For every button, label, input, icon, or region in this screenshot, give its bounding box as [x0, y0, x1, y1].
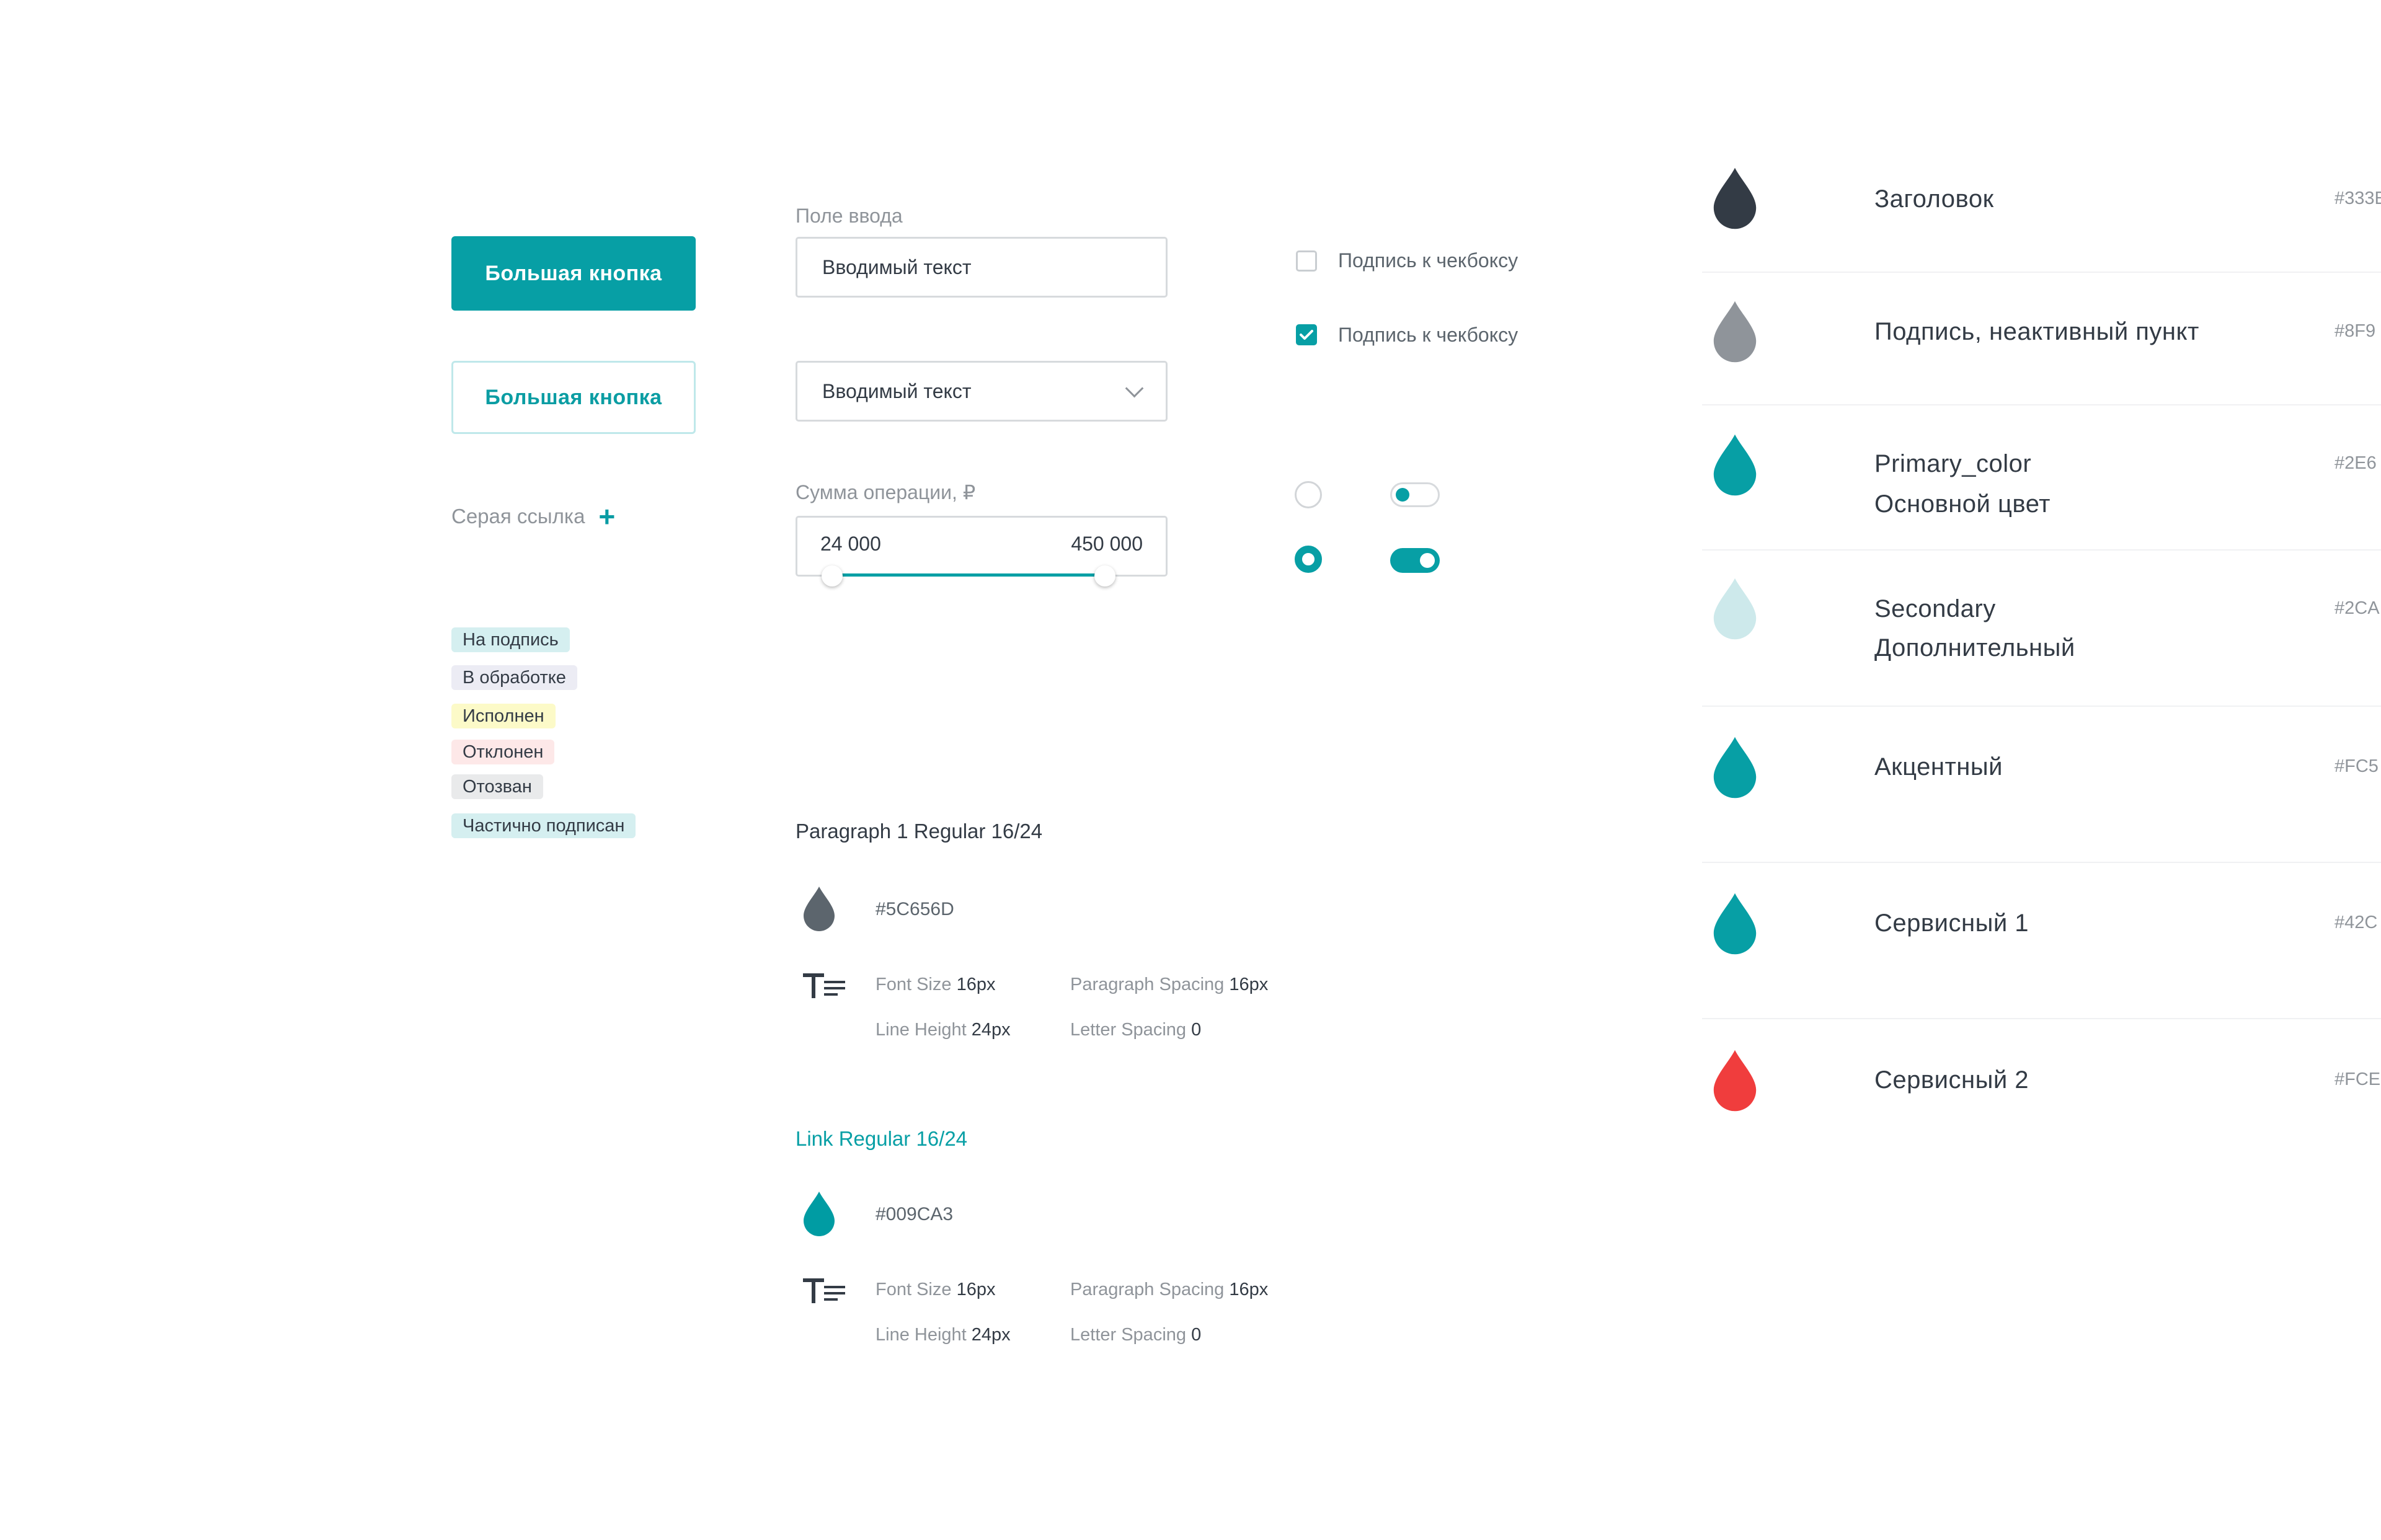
- spec-line-height: Line Height 24px: [876, 1020, 1011, 1040]
- select-dropdown[interactable]: Вводимый текст: [796, 361, 1168, 422]
- status-tag: На подпись: [451, 627, 570, 652]
- status-tag: Частично подписан: [451, 813, 636, 838]
- typography-title: Paragraph 1 Regular 16/24: [796, 820, 1043, 843]
- spec-font-size: Font Size 16px: [876, 975, 996, 994]
- spec-line-height: Line Height 24px: [876, 1325, 1011, 1345]
- palette-name-secondary: Дополнительный: [1874, 634, 2075, 662]
- palette-name: Акцентный: [1874, 753, 2003, 781]
- palette-row: Primary_color Основной цвет #2E6: [1702, 427, 2381, 551]
- spec-letter-spacing: Letter Spacing 0: [1070, 1325, 1202, 1345]
- palette-name: Secondary: [1874, 595, 1996, 622]
- outline-button[interactable]: Большая кнопка: [451, 361, 696, 434]
- select-value: Вводимый текст: [822, 379, 972, 402]
- palette-divider: [1702, 706, 2381, 707]
- palette-row: Сервисный 1 #42C: [1702, 887, 2381, 1011]
- palette-name: Сервисный 1: [1874, 909, 2029, 937]
- palette-name-secondary: Основной цвет: [1874, 490, 2051, 518]
- text-input-value: Вводимый текст: [822, 255, 972, 278]
- radio-unselected[interactable]: [1295, 481, 1322, 508]
- palette-hex: #333E: [2334, 188, 2381, 208]
- color-drop-icon: [1713, 434, 1757, 496]
- palette-row: Secondary Дополнительный #2CA: [1702, 572, 2381, 705]
- spec-letter-spacing: Letter Spacing 0: [1070, 1020, 1202, 1040]
- radio-selected[interactable]: [1295, 546, 1322, 573]
- plus-icon: +: [598, 500, 616, 533]
- status-tag: Отозван: [451, 774, 543, 799]
- color-hex: #5C656D: [876, 899, 954, 919]
- palette-divider: [1702, 549, 2381, 551]
- checkbox-unchecked[interactable]: [1296, 250, 1317, 272]
- palette-hex: #2E6: [2334, 453, 2377, 473]
- palette-row: Заголовок #333E: [1702, 161, 2381, 273]
- color-drop-icon: [1713, 737, 1757, 799]
- color-drop-icon: [1713, 301, 1757, 363]
- palette-name: Сервисный 2: [1874, 1066, 2029, 1094]
- gray-link-label: Серая ссылка: [451, 505, 585, 528]
- palette-row: Сервисный 2 #FCE: [1702, 1043, 2381, 1167]
- palette-hex: #FCE: [2334, 1069, 2381, 1089]
- palette-row: Подпись, неактивный пункт #8F9: [1702, 294, 2381, 406]
- range-track: [832, 573, 1102, 577]
- spec-paragraph-spacing: Paragraph Spacing 16px: [1070, 1280, 1269, 1299]
- input-label: Поле ввода: [796, 205, 903, 227]
- checkbox-label: Подпись к чекбоксу: [1338, 324, 1519, 346]
- range-max-value: 450 000: [1071, 533, 1143, 555]
- palette-hex: #42C: [2334, 913, 2378, 932]
- color-drop-icon: [1713, 1050, 1757, 1112]
- status-tag: Отклонен: [451, 740, 555, 764]
- chevron-down-icon: [1125, 379, 1144, 397]
- gray-link[interactable]: Серая ссылка +: [451, 502, 615, 531]
- primary-button[interactable]: Большая кнопка: [451, 236, 696, 311]
- range-slider[interactable]: 24 000 450 000: [796, 516, 1168, 577]
- text-style-icon: [803, 973, 845, 998]
- color-drop-icon: [1713, 578, 1757, 640]
- range-max-handle[interactable]: [1094, 565, 1115, 586]
- palette-divider: [1702, 1018, 2381, 1019]
- checkbox-label: Подпись к чекбоксу: [1338, 249, 1519, 272]
- range-label: Сумма операции, ₽: [796, 481, 976, 503]
- toggle-off[interactable]: [1390, 482, 1440, 507]
- palette-name: Заголовок: [1874, 185, 1994, 213]
- palette-divider: [1702, 862, 2381, 863]
- palette-hex: #8F9: [2334, 321, 2376, 341]
- text-input[interactable]: Вводимый текст: [796, 237, 1168, 298]
- range-min-handle[interactable]: [822, 565, 843, 586]
- spec-font-size: Font Size 16px: [876, 1280, 996, 1299]
- toggle-on[interactable]: [1390, 548, 1440, 573]
- status-tag: Исполнен: [451, 704, 556, 728]
- status-tag: В обработке: [451, 665, 577, 690]
- palette-hex: #FC5: [2334, 756, 2379, 776]
- text-style-icon: [803, 1278, 845, 1303]
- typography-title-link[interactable]: Link Regular 16/24: [796, 1127, 968, 1150]
- spec-paragraph-spacing: Paragraph Spacing 16px: [1070, 975, 1269, 994]
- palette-row: Акцентный #FC5: [1702, 730, 2381, 854]
- color-hex: #009CA3: [876, 1204, 954, 1224]
- palette-divider: [1702, 272, 2381, 273]
- checkbox-checked[interactable]: [1296, 324, 1317, 345]
- palette-hex: #2CA: [2334, 598, 2380, 618]
- color-drop-icon: [1713, 893, 1757, 955]
- palette-name: Primary_color: [1874, 450, 2032, 477]
- color-drop-icon: [1713, 167, 1757, 229]
- palette-name: Подпись, неактивный пункт: [1874, 318, 2199, 345]
- checkmark-icon: [1300, 330, 1313, 340]
- color-drop-icon: [804, 887, 835, 931]
- color-drop-icon: [804, 1192, 835, 1236]
- range-min-value: 24 000: [820, 533, 881, 555]
- palette-divider: [1702, 404, 2381, 405]
